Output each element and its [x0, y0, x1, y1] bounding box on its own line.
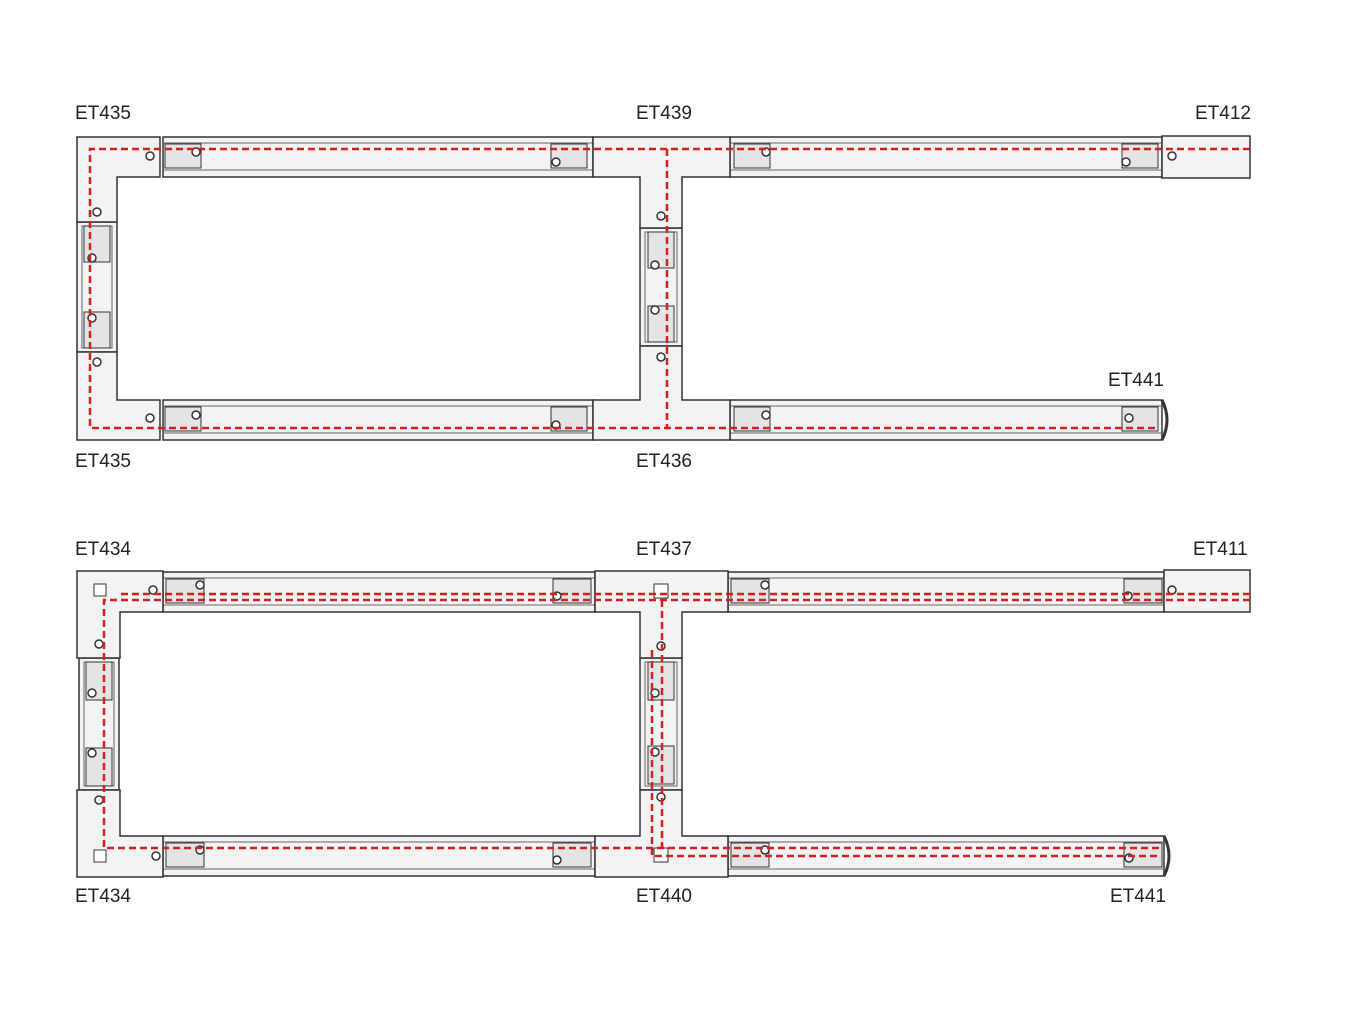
label-bottom-right-connector: ET441: [1110, 886, 1166, 907]
label-top-left-connector: ET434: [75, 539, 131, 560]
wiring-path: [102, 592, 1250, 858]
label-top-right-connector: ET411: [1193, 539, 1248, 560]
feed-end-cap: [1161, 135, 1251, 179]
label-top-middle-connector: ET437: [636, 539, 692, 560]
label-top-middle-connector: ET439: [636, 103, 692, 124]
coupler-block: [85, 578, 1163, 868]
label-top-left-connector: ET435: [75, 103, 131, 124]
rail-segment: [162, 835, 596, 877]
end-stop-cap: [1162, 835, 1171, 877]
rail-segment: [729, 399, 1163, 441]
rail-segment: [162, 399, 594, 441]
feed-end-cap: [1163, 569, 1251, 613]
corner-connector: [76, 351, 161, 441]
screw-icon: [87, 580, 1177, 865]
label-bottom-left-connector: ET435: [75, 451, 131, 472]
rail-segment: [162, 136, 594, 178]
top-track-assembly: ET435 ET439 ET412 ET435 ET436 ET441: [75, 103, 1251, 472]
wiring-path: [88, 147, 1250, 430]
label-bottom-left-connector: ET434: [75, 886, 131, 907]
corner-connector: [76, 136, 161, 223]
corner-connector: [76, 789, 164, 878]
label-top-right-connector: ET412: [1195, 103, 1251, 124]
end-stop-cap: [1160, 399, 1169, 441]
t-connector: [592, 345, 731, 441]
rail-segment: [727, 571, 1165, 613]
connector-marker: [93, 583, 669, 863]
label-bottom-right-connector: ET441: [1108, 370, 1164, 391]
t-connector: [592, 136, 731, 229]
coupler-block: [83, 143, 1159, 432]
label-bottom-middle-connector: ET436: [636, 451, 692, 472]
label-bottom-middle-connector: ET440: [636, 886, 692, 907]
rail-segment: [162, 571, 596, 613]
bottom-track-assembly: ET434 ET437 ET411 ET434 ET440 ET441: [75, 539, 1251, 907]
corner-connector: [76, 570, 164, 659]
screw-icon: [87, 147, 1177, 430]
rail-segment: [729, 136, 1163, 178]
